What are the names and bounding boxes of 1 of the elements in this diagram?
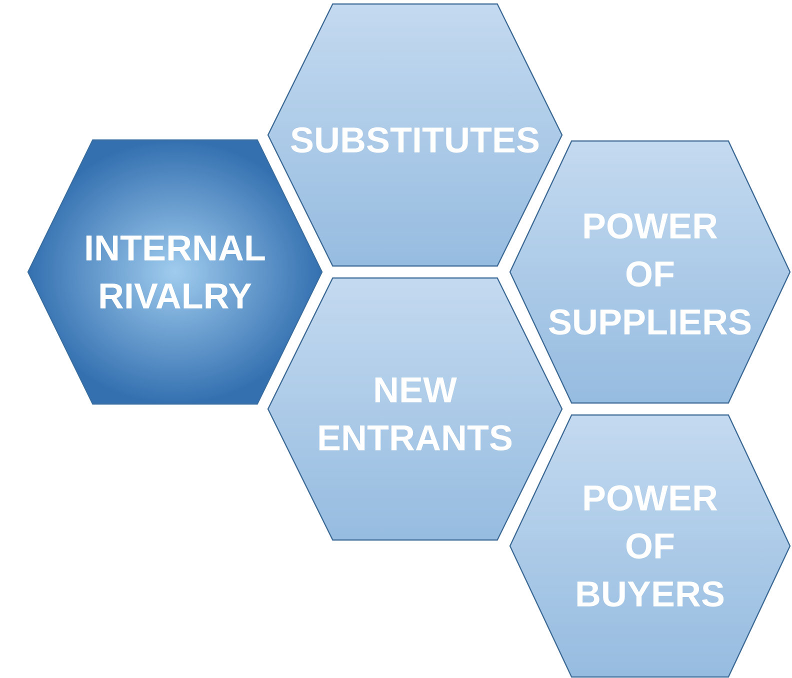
- hexagon: SUBSTITUTES: [267, 3, 563, 267]
